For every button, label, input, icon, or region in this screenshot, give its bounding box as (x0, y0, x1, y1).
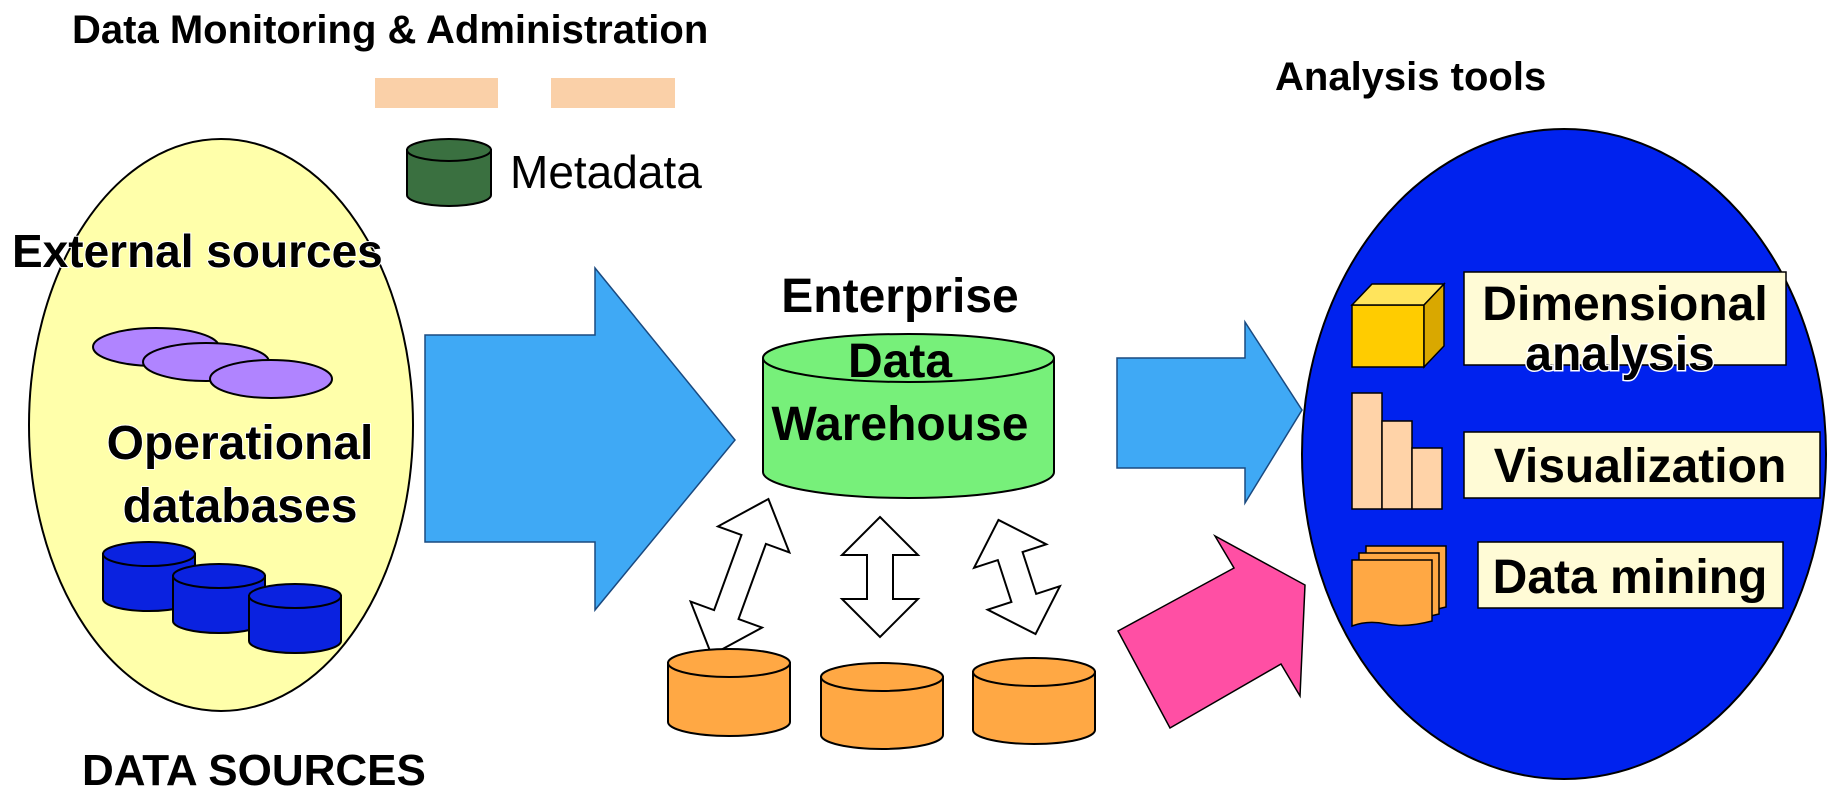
database-icon (667, 648, 791, 737)
analysis-label: analysis (1525, 328, 1714, 381)
warehouse-to-analysis-arrow (1116, 319, 1303, 506)
double-arrow-icon (972, 518, 1062, 636)
database-icon (820, 662, 944, 750)
admin-bar-left (375, 78, 498, 108)
database-icon (248, 583, 342, 654)
dimensional-analysis-box (1463, 271, 1787, 366)
visualization-label: Visualization (1494, 440, 1787, 493)
operational-db-disks (92, 327, 333, 399)
disk-icon (209, 359, 333, 399)
documents-icon (1351, 545, 1447, 628)
external-sources-label: External sources (12, 225, 383, 277)
cube-icon (1350, 282, 1446, 369)
warehouse-label-line1: Enterprise (781, 270, 1018, 323)
dimensional-label: Dimensional (1482, 278, 1767, 331)
double-arrow-icon (839, 515, 921, 639)
data-warehouse-cylinder (762, 333, 1055, 499)
data-mining-label: Data mining (1493, 551, 1768, 604)
analysis-tools-title: Analysis tools (1275, 55, 1546, 99)
database-icon (972, 657, 1096, 745)
warehouse-label-line3: Warehouse (772, 398, 1029, 451)
warehouse-label-line2: Data (848, 335, 952, 388)
data-mart-cylinders (667, 648, 1096, 750)
datamart-to-analysis-arrow (1116, 534, 1306, 730)
operational-db-cylinders (102, 541, 342, 654)
operational-label-line1: Operational (107, 417, 374, 470)
admin-bar-right (551, 78, 675, 108)
bar-chart-icon (1351, 392, 1443, 510)
double-arrow-icon (688, 497, 792, 657)
etl-arrow (424, 265, 736, 613)
metadata-label: Metadata (510, 146, 702, 198)
monitoring-admin-title: Data Monitoring & Administration (72, 8, 708, 52)
visualization-box (1463, 431, 1821, 499)
data-sources-label: DATA SOURCES (82, 746, 426, 791)
data-mart-sync-arrows (688, 497, 1062, 657)
operational-label-line2: databases (123, 480, 358, 533)
metadata-db-icon (406, 138, 492, 207)
data-mining-box (1477, 541, 1784, 609)
